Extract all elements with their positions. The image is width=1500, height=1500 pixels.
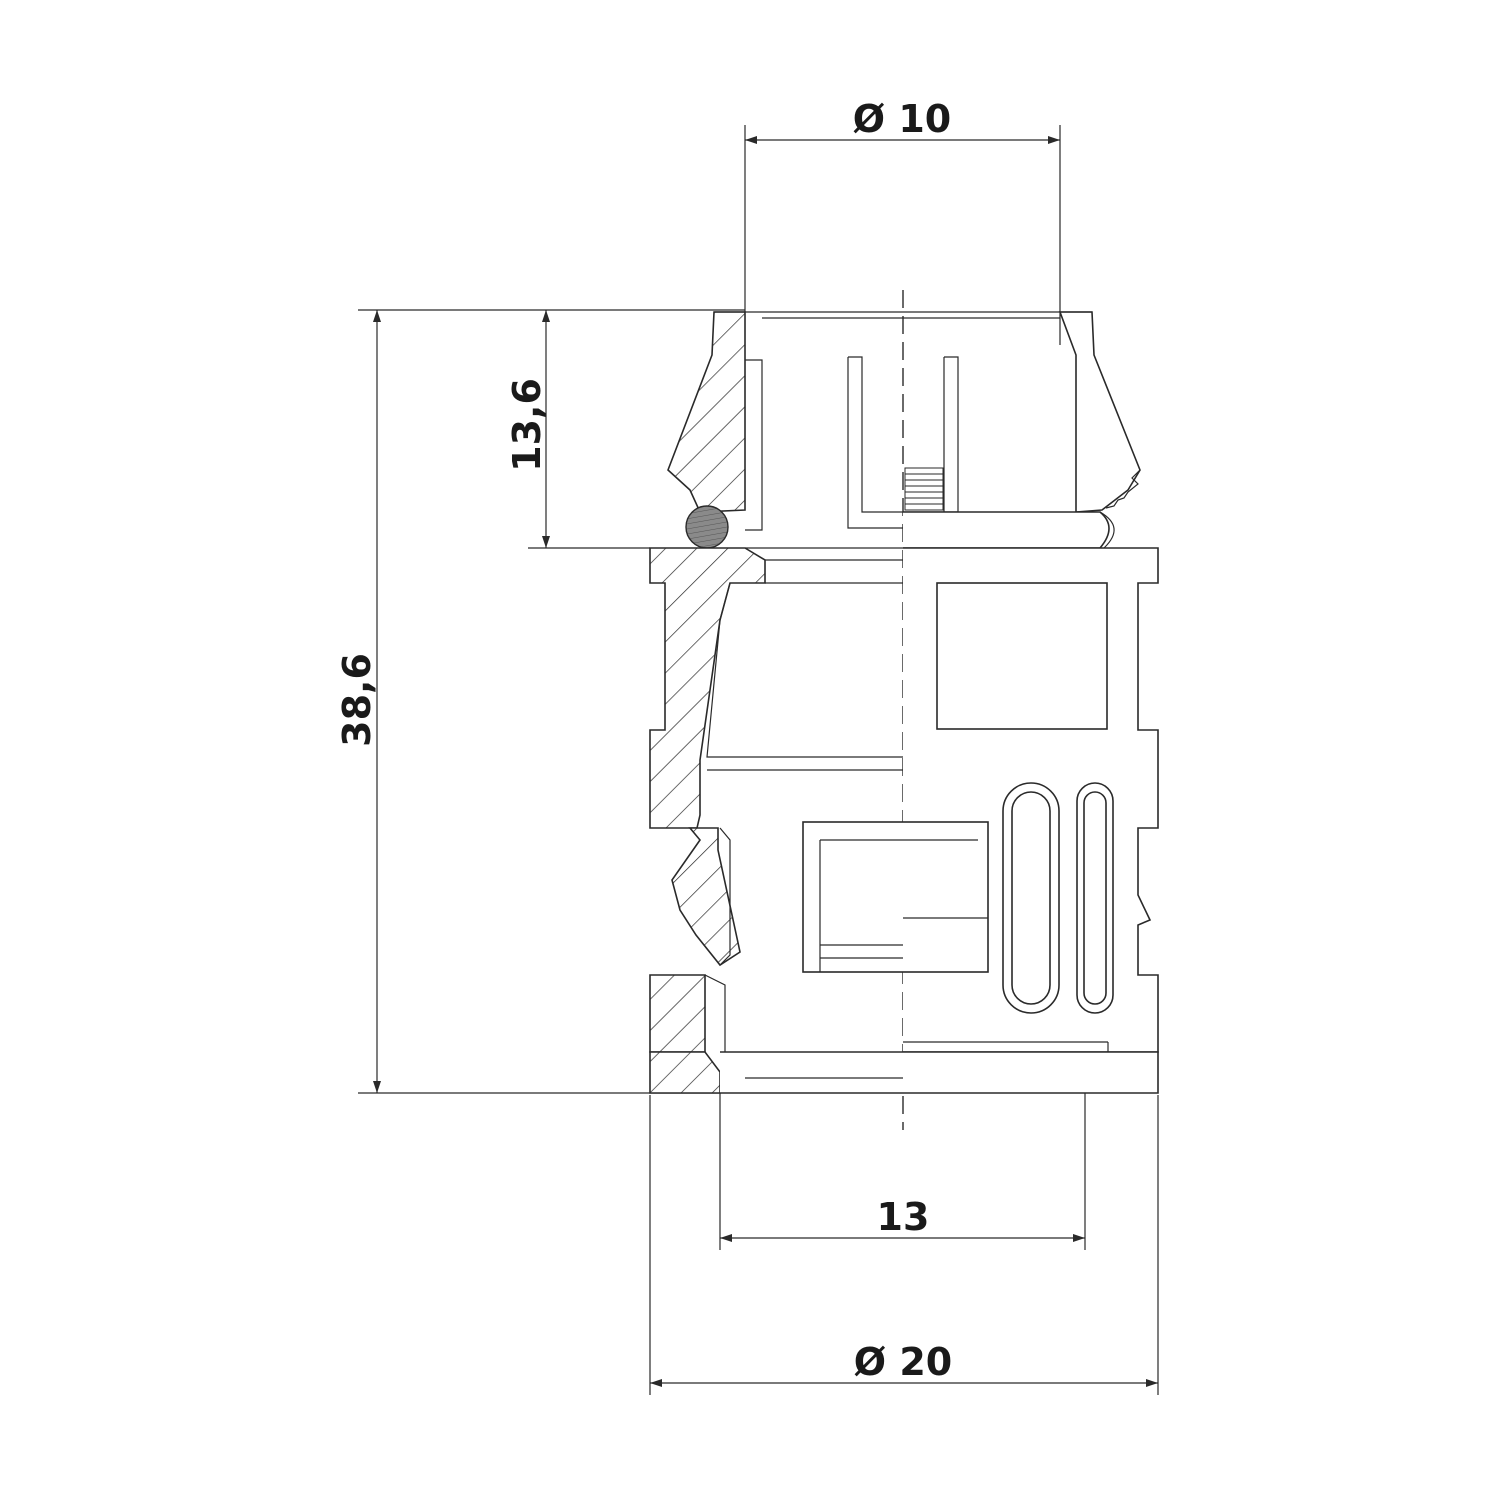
upper-height-label: 13,6 [505, 378, 549, 472]
main-body [649, 547, 1159, 1094]
top-diameter-label: Ø 10 [853, 97, 951, 141]
upper-nut [667, 311, 1141, 531]
slot-right-inner [1083, 791, 1107, 1005]
slot-left-inner [1011, 791, 1051, 1005]
middle-block [802, 821, 989, 973]
inner-width-label: 13 [877, 1195, 930, 1239]
inner-width-dimension: 13 [719, 1080, 1086, 1250]
top-diameter-dimension: Ø 10 [744, 97, 1061, 345]
bottom-diameter-label: Ø 20 [854, 1340, 952, 1384]
window-upper [936, 582, 1108, 730]
seal-band [903, 511, 1110, 549]
o-ring [685, 505, 729, 549]
total-height-label: 38,6 [335, 653, 379, 747]
bottom-diameter-dimension: Ø 20 [649, 1095, 1159, 1395]
upper-height-dimension: 13,6 [505, 310, 650, 549]
